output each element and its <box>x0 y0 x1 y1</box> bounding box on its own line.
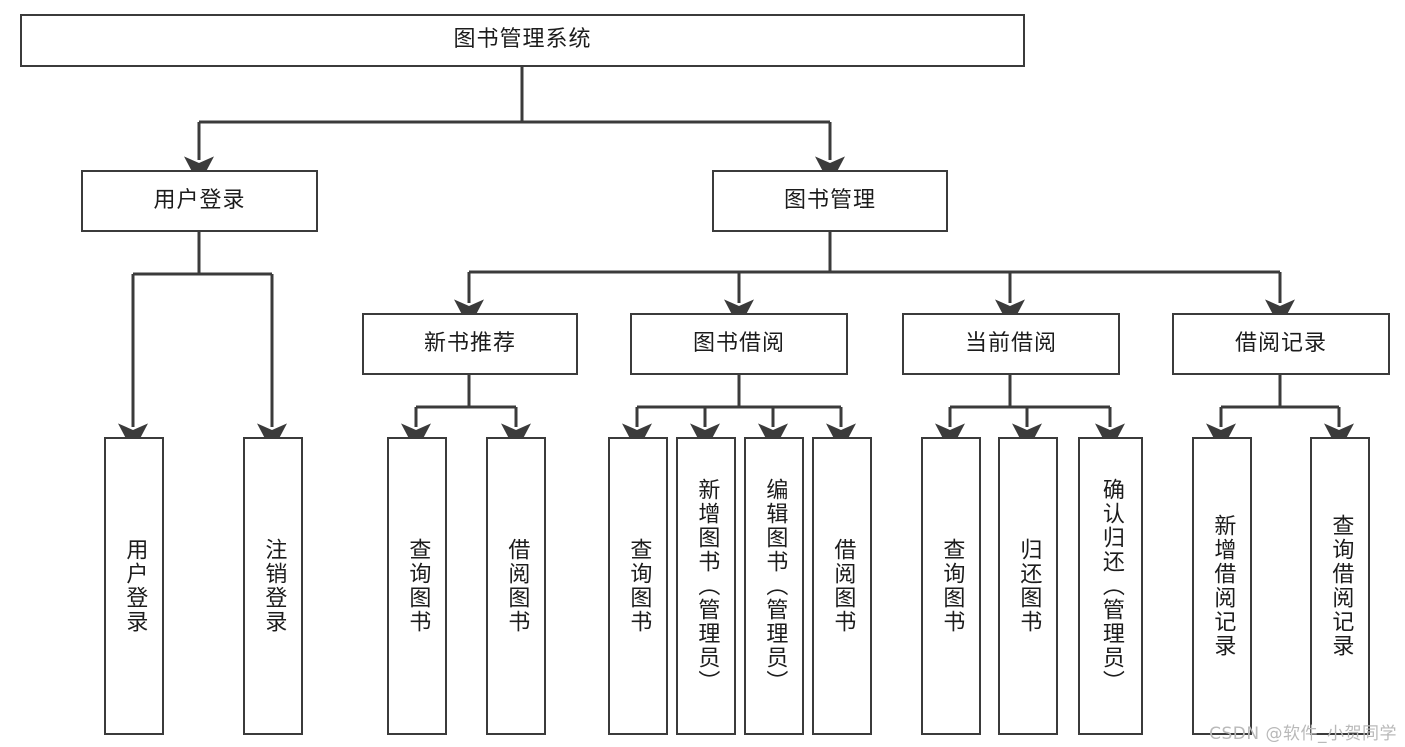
node-new-book-recommend[interactable]: 新书推荐 <box>362 313 578 375</box>
connector-current-borrow-to-leaves <box>935 375 1125 452</box>
node-leaf-borrow-book[interactable]: 借阅图书 <box>812 437 872 735</box>
node-leaf-logout[interactable]: 注销登录 <box>243 437 303 735</box>
node-label: 新书推荐 <box>423 330 516 356</box>
node-leaf-borrow-book-recommend[interactable]: 借阅图书 <box>486 437 546 735</box>
node-label: 查询借阅记录 <box>1328 514 1354 658</box>
node-label: 确认归还（管理员） <box>1098 478 1124 694</box>
node-label: 当前借阅 <box>964 330 1057 356</box>
node-current-borrow[interactable]: 当前借阅 <box>902 313 1120 375</box>
node-label: 新增借阅记录 <box>1210 514 1236 658</box>
node-leaf-query-book-borrow[interactable]: 查询图书 <box>608 437 668 735</box>
node-book-manage[interactable]: 图书管理 <box>712 170 948 232</box>
node-label: 查询图书 <box>405 538 431 634</box>
node-leaf-confirm-return-admin[interactable]: 确认归还（管理员） <box>1078 437 1143 735</box>
node-label: 新增图书（管理员） <box>694 478 720 694</box>
node-leaf-add-book-admin[interactable]: 新增图书（管理员） <box>676 437 736 735</box>
connector-borrow-record-to-leaves <box>1206 375 1354 452</box>
connector-book-borrow-to-leaves <box>622 375 856 452</box>
node-label: 图书管理 <box>783 187 876 213</box>
node-user-login[interactable]: 用户登录 <box>81 170 318 232</box>
node-leaf-query-book-current[interactable]: 查询图书 <box>921 437 981 735</box>
node-label: 图书管理系统 <box>453 27 592 53</box>
node-label: 借阅记录 <box>1234 330 1327 356</box>
node-leaf-user-login[interactable]: 用户登录 <box>104 437 164 735</box>
node-label: 用户登录 <box>153 187 246 213</box>
node-leaf-add-borrow-record[interactable]: 新增借阅记录 <box>1192 437 1252 735</box>
node-label: 借阅图书 <box>830 538 856 634</box>
node-label: 注销登录 <box>261 538 287 634</box>
node-root-system[interactable]: 图书管理系统 <box>20 14 1025 67</box>
connector-book-manage-to-level2 <box>454 232 1295 328</box>
node-leaf-return-book[interactable]: 归还图书 <box>998 437 1058 735</box>
node-label: 借阅图书 <box>504 538 530 634</box>
node-borrow-record[interactable]: 借阅记录 <box>1172 313 1390 375</box>
node-leaf-query-borrow-record[interactable]: 查询借阅记录 <box>1310 437 1370 735</box>
connector-user-login-to-leaves <box>118 232 287 452</box>
connector-root-to-level1 <box>184 67 845 185</box>
node-book-borrow[interactable]: 图书借阅 <box>630 313 848 375</box>
node-label: 查询图书 <box>939 538 965 634</box>
node-label: 编辑图书（管理员） <box>762 478 788 694</box>
node-label: 查询图书 <box>626 538 652 634</box>
node-label: 用户登录 <box>122 538 148 634</box>
node-label: 归还图书 <box>1016 538 1042 634</box>
watermark-text: CSDN @软件_小贺同学 <box>1209 724 1397 744</box>
node-leaf-query-book-recommend[interactable]: 查询图书 <box>387 437 447 735</box>
connector-new-book-recommend-to-leaves <box>401 375 531 452</box>
node-leaf-edit-book-admin[interactable]: 编辑图书（管理员） <box>744 437 804 735</box>
node-label: 图书借阅 <box>692 330 785 356</box>
